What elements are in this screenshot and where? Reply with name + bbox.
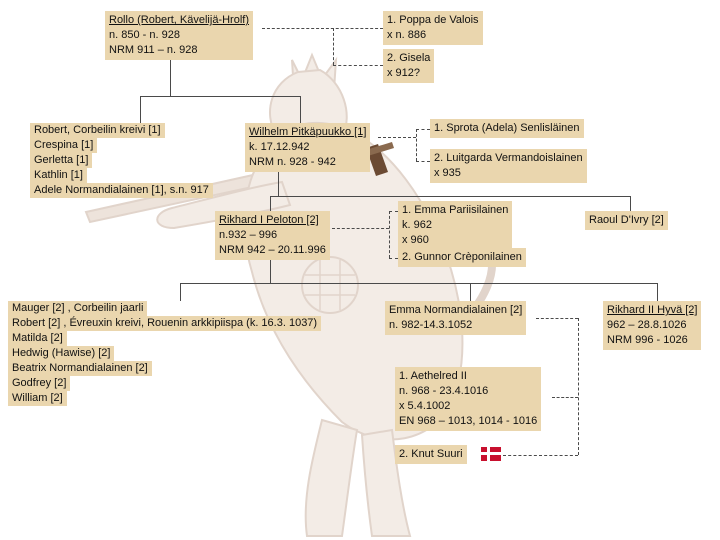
wilhelm-reign: NRM n. 928 - 942 — [249, 156, 336, 168]
sprota-name: 1. Sprota (Adela) Senlisläinen — [434, 122, 580, 134]
child-robert-evreux: Robert [2] , Évreuxin kreivi, Rouenin ar… — [8, 316, 322, 331]
child-hedwig: Hedwig (Hawise) [2] — [8, 346, 115, 361]
connector-gen3-bar — [270, 196, 630, 197]
node-rollo-children: Robert, Corbeilin kreivi [1] Crespina [1… — [30, 123, 213, 198]
marriage-wilhelm-vertical — [416, 129, 417, 161]
marriage-emma-vertical — [578, 318, 579, 455]
node-poppa: 1. Poppa de Valois x n. 886 — [383, 11, 483, 45]
connector-to-rikhard1 — [270, 196, 271, 211]
rollo-reign: NRM 911 – n. 928 — [109, 44, 198, 56]
wilhelm-death: k. 17.12.942 — [249, 141, 310, 153]
marriage-rollo-poppa — [262, 28, 383, 29]
marriage-rikhard1-gunnor — [389, 258, 398, 259]
marriage-wilhelm-sprota — [416, 129, 430, 130]
rikhard2-reign: NRM 996 - 1026 — [607, 334, 688, 346]
node-aethelred: 1. Aethelred II n. 968 - 23.4.1016 x 5.4… — [395, 367, 542, 431]
marriage-rollo-vertical — [333, 28, 334, 65]
node-wilhelm: Wilhelm Pitkäpuukko [1] k. 17.12.942 NRM… — [245, 123, 371, 172]
gisela-marriage: x 912? — [387, 67, 421, 79]
emma-n-name: Emma Normandialainen [2] — [389, 304, 523, 316]
child-godfrey: Godfrey [2] — [8, 376, 71, 391]
rikhard2-dates: 962 – 28.8.1026 — [607, 319, 687, 331]
marriage-rikhard1-stub — [332, 228, 389, 229]
node-knut: 2. Knut Suuri — [395, 445, 467, 464]
connector-to-raoul — [630, 196, 631, 211]
connector-to-emma-normandialainen — [470, 283, 471, 301]
poppa-marriage: x n. 886 — [387, 29, 427, 41]
child-crespina: Crespina [1] — [30, 138, 98, 153]
poppa-name: 1. Poppa de Valois — [387, 14, 479, 26]
luitgarda-name: 2. Luitgarda Vermandoislainen — [434, 152, 583, 164]
connector-rollo-children-bar — [140, 96, 300, 97]
node-emma-normandialainen: Emma Normandialainen [2] n. 982-14.3.105… — [385, 301, 527, 335]
child-beatrix: Beatrix Normandialainen [2] — [8, 361, 152, 376]
emma-n-dates: n. 982-14.3.1052 — [389, 319, 473, 331]
connector-rikhard1-down — [270, 260, 271, 283]
node-sprota: 1. Sprota (Adela) Senlisläinen — [430, 119, 584, 138]
marriage-emma-knut — [503, 455, 578, 456]
emma-p-marriage: x 960 — [402, 234, 429, 246]
child-mauger: Mauger [2] , Corbeilin jaarli — [8, 301, 148, 316]
child-robert-corbeil: Robert, Corbeilin kreivi [1] — [30, 123, 165, 138]
aethelred-name: 1. Aethelred II — [399, 370, 467, 382]
emma-p-name: 1. Emma Pariisilainen — [402, 204, 509, 216]
child-adele: Adele Normandialainen [1], s.n. 917 — [30, 183, 213, 198]
node-emma-pariisilainen: 1. Emma Pariisilainen k. 962 x 960 — [398, 201, 513, 250]
denmark-flag-icon — [481, 447, 501, 461]
aethelred-dates: n. 968 - 23.4.1016 — [399, 385, 489, 397]
node-raoul: Raoul D'Ivry [2] — [585, 211, 668, 230]
marriage-rollo-gisela — [333, 65, 383, 66]
node-gisela: 2. Gisela x 912? — [383, 49, 435, 83]
knut-name: 2. Knut Suuri — [399, 448, 463, 460]
rikhard1-reign: NRM 942 – 20.11.996 — [219, 244, 326, 256]
gisela-name: 2. Gisela — [387, 52, 431, 64]
child-gerletta: Gerletta [1] — [30, 153, 93, 168]
node-rikhard2: Rikhard II Hyvä [2] 962 – 28.8.1026 NRM … — [603, 301, 702, 350]
connector-to-rollo-children — [140, 96, 141, 123]
marriage-rikhard1-emma — [389, 211, 398, 212]
marriage-rikhard1-vertical — [389, 211, 390, 258]
person-link-rikhard2[interactable]: Rikhard II Hyvä [2] — [607, 304, 698, 316]
marriage-emma-stub — [536, 318, 578, 319]
node-gunnor: 2. Gunnor Crèponilainen — [398, 248, 526, 267]
rollo-dates: n. 850 - n. 928 — [109, 29, 180, 41]
raoul-name: Raoul D'Ivry [2] — [589, 214, 664, 226]
child-kathlin: Kathlin [1] — [30, 168, 87, 183]
connector-wilhelm-down — [278, 171, 279, 196]
marriage-emma-aethelred — [552, 397, 578, 398]
connector-to-wilhelm — [300, 96, 301, 123]
connector-rollo-down — [170, 59, 171, 96]
person-link-wilhelm[interactable]: Wilhelm Pitkäpuukko [1] — [249, 126, 367, 138]
luitgarda-marriage: x 935 — [434, 167, 461, 179]
marriage-wilhelm-luitgarda — [416, 161, 430, 162]
node-rollo: Rollo (Robert, Kävelijä-Hrolf) n. 850 - … — [105, 11, 253, 60]
node-rikhard1: Rikhard I Peloton [2] n.932 – 996 NRM 94… — [215, 211, 330, 260]
connector-to-rikhard1-children — [180, 283, 181, 301]
aethelred-reign: EN 968 – 1013, 1014 - 1016 — [399, 415, 538, 427]
node-rikhard1-children: Mauger [2] , Corbeilin jaarli Robert [2]… — [8, 301, 322, 406]
child-william: William [2] — [8, 391, 67, 406]
connector-gen4-bar — [180, 283, 657, 284]
person-link-rikhard1[interactable]: Rikhard I Peloton [2] — [219, 214, 319, 226]
marriage-wilhelm-stub — [378, 137, 416, 138]
gunnor-name: 2. Gunnor Crèponilainen — [402, 251, 522, 263]
connector-to-rikhard2 — [657, 283, 658, 301]
child-matilda: Matilda [2] — [8, 331, 67, 346]
person-link-rollo[interactable]: Rollo (Robert, Kävelijä-Hrolf) — [109, 14, 249, 26]
aethelred-marriage: x 5.4.1002 — [399, 400, 451, 412]
emma-p-death: k. 962 — [402, 219, 432, 231]
rikhard1-dates: n.932 – 996 — [219, 229, 278, 241]
node-luitgarda: 2. Luitgarda Vermandoislainen x 935 — [430, 149, 587, 183]
